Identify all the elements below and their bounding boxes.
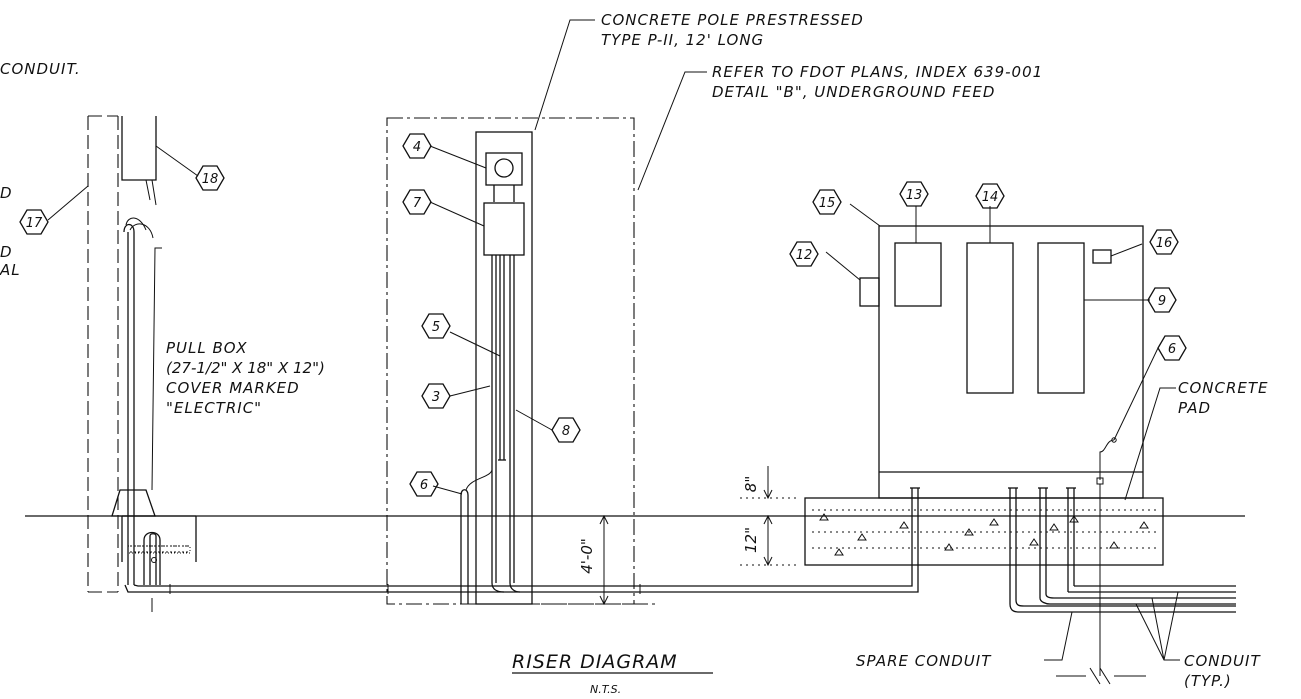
note-pad-1: CONCRETE <box>1178 379 1269 397</box>
dimension-marks <box>599 466 800 606</box>
hex-tags <box>19 133 1187 497</box>
tag-6-cabinet: 6 <box>1168 342 1176 357</box>
note-spare-conduit: SPARE CONDUIT <box>856 652 992 670</box>
note-fdot-1: REFER TO FDOT PLANS, INDEX 639-001 <box>712 63 1043 81</box>
feed-conduit <box>124 487 920 594</box>
tag-18: 18 <box>202 172 219 187</box>
concrete-pad <box>804 484 1236 685</box>
note-conduit-partial: CONDUIT. <box>0 60 81 78</box>
tag-14: 14 <box>982 190 999 205</box>
tag-3: 3 <box>432 390 440 405</box>
note-pullbox-2: (27-1/2" X 18" X 12") <box>166 359 325 377</box>
note-fdot-2: DETAIL "B", UNDERGROUND FEED <box>712 83 995 101</box>
dim-12in: 12" <box>742 527 760 553</box>
tag-12: 12 <box>796 248 813 263</box>
note-pole-2: TYPE P-II, 12' LONG <box>601 31 764 49</box>
note-conduit-2: (TYP.) <box>1184 672 1232 690</box>
dim-8in: 8" <box>742 476 760 492</box>
note-fragment-d2: D <box>0 243 13 261</box>
tag-6-pole: 6 <box>420 478 428 493</box>
note-pad-2: PAD <box>1178 399 1211 417</box>
note-pullbox-4: "ELECTRIC" <box>166 399 262 417</box>
concrete-pole <box>460 131 533 605</box>
leaders <box>47 19 1180 661</box>
note-fragment-al: AL <box>0 261 21 279</box>
note-conduit-1: CONDUIT <box>1184 652 1261 670</box>
tag-17: 17 <box>26 216 43 231</box>
note-fragment-d: D <box>0 184 13 202</box>
diagram-subtitle: N.T.S. <box>590 683 621 696</box>
tag-5: 5 <box>432 320 440 335</box>
pull-box <box>121 515 197 612</box>
tag-8: 8 <box>562 424 570 439</box>
tag-7: 7 <box>413 196 422 211</box>
tag-9: 9 <box>1158 294 1166 309</box>
note-pullbox-1: PULL BOX <box>166 339 247 357</box>
tag-13: 13 <box>906 188 923 203</box>
service-cabinet <box>859 225 1144 499</box>
note-pullbox-3: COVER MARKED <box>166 379 300 397</box>
tag-15: 15 <box>819 196 836 211</box>
tag-16: 16 <box>1156 236 1173 251</box>
tag-4: 4 <box>413 140 421 155</box>
diagram-title: RISER DIAGRAM <box>512 651 678 673</box>
dim-4ft: 4'-0" <box>578 538 596 574</box>
note-pole-1: CONCRETE POLE PRESTRESSED <box>601 11 864 29</box>
